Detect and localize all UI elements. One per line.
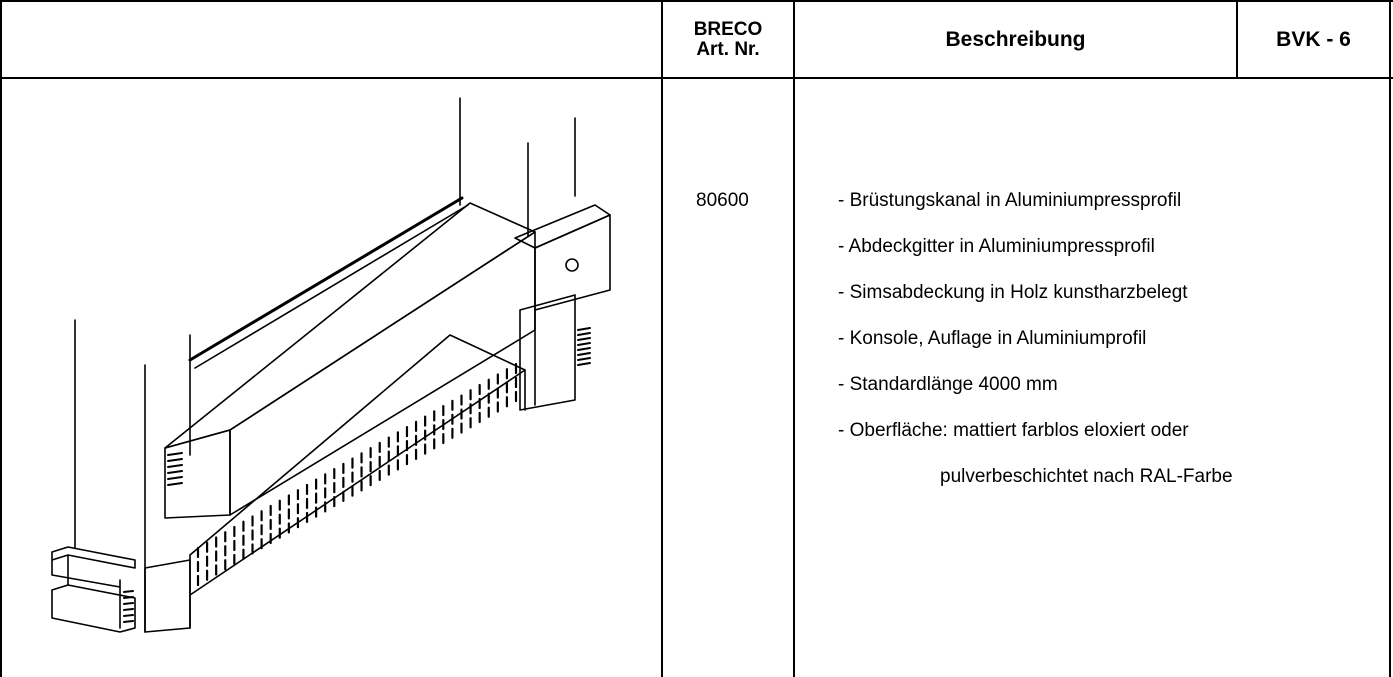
description-item: - Standardlänge 4000 mm [838,374,1058,395]
header-doc-code: BVK - 6 [1238,2,1389,77]
table-right-border [1389,0,1391,677]
end-grille-slot [167,458,183,462]
console-grille-slot [123,614,134,617]
side-grille-slots [577,327,591,366]
side-grille-slot [577,352,591,356]
product-drawing [51,97,611,633]
grille-slots [196,362,518,587]
console-grille-slot [123,596,134,599]
description-item: - Simsabdeckung in Holz kunstharzbelegt [838,282,1188,303]
lower-shelf [189,334,526,629]
end-grille-slot [167,476,183,480]
console-grille-slot [123,602,134,605]
table-top-border [0,0,1393,2]
end-grille-slot [167,452,183,456]
description-item-continuation: pulverbeschichtet nach RAL-Farbe [940,466,1233,487]
header-description: Beschreibung [795,2,1236,77]
side-grille-slot [577,337,591,341]
description-item: - Brüstungskanal in Aluminiumpressprofil [838,190,1182,211]
column-divider-1 [661,0,663,677]
description-list: - Brüstungskanal in Aluminiumpressprofil… [838,190,1233,512]
column-divider-2 [793,0,795,677]
side-grille-slot [577,362,591,366]
end-grille-slots [123,452,183,623]
duct-body [164,196,611,519]
end-grille-slot [167,470,183,474]
header-description-label: Beschreibung [945,27,1086,51]
console-grille-slot [123,608,134,611]
side-grille-slot [577,327,591,331]
console-grille-slot [123,620,134,623]
description-item: - Konsole, Auflage in Aluminiumprofil [838,328,1147,349]
end-grille-slot [167,482,183,486]
side-grille-slot [577,357,591,361]
table-left-border [0,0,2,677]
header-art-no-line2: Art. Nr. [696,38,760,60]
article-number: 80600 [696,190,749,211]
description-item: - Abdeckgitter in Aluminiumpressprofil [838,236,1155,257]
column-divider-3 [1236,0,1238,78]
side-grille-slot [577,342,591,346]
side-grille-slot [577,332,591,336]
console-left [51,546,191,633]
header-art-no-line1: BRECO [693,18,763,40]
doc-code-label: BVK - 6 [1276,27,1351,51]
end-grille-slot [167,464,183,468]
header-divider [0,77,1393,79]
console-grille-slot [123,590,134,593]
side-grille-slot [577,347,591,351]
wall-lines [74,97,576,633]
header-art-no: BRECO Art. Nr. [663,2,793,77]
description-item: - Oberfläche: mattiert farblos eloxiert … [838,420,1189,441]
